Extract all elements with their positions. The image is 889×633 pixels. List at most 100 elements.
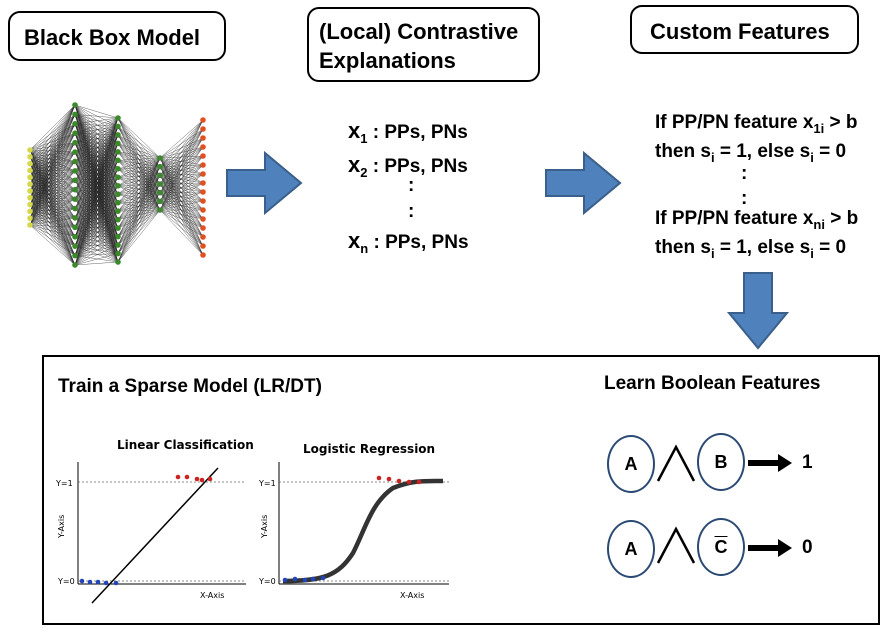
nn-node (200, 117, 206, 123)
right-arrow-1 (226, 150, 303, 216)
nn-node (115, 123, 121, 130)
nn-node (27, 201, 33, 208)
nn-node (157, 181, 163, 187)
nn-node (72, 243, 78, 249)
nn-node (115, 157, 121, 164)
explanation-row-n: xn : PPs, PNs (348, 228, 469, 256)
nn-node (115, 140, 121, 147)
and-operator-2 (656, 526, 696, 564)
rule2-if: If PP/PN feature xni > b (655, 208, 859, 232)
class-1-points (175, 474, 213, 483)
nn-node (72, 121, 78, 127)
nn-node (27, 160, 33, 167)
boolean-node-a-1: A (607, 435, 655, 493)
nn-node (157, 155, 163, 161)
nn-node (27, 167, 33, 174)
nn-node (200, 234, 206, 240)
nn-node (72, 215, 78, 221)
class-0-points (282, 575, 326, 583)
nn-node (200, 144, 206, 150)
boolean-output-2: 0 (802, 537, 813, 558)
linear-chart-title: Linear Classification (117, 438, 254, 452)
explanation-dots-1: : (408, 175, 415, 196)
nn-node (27, 154, 33, 160)
nn-node (157, 172, 163, 179)
nn-node (72, 186, 78, 193)
nn-node (115, 174, 121, 181)
nn-node (72, 196, 78, 202)
black-box-title-text: Black Box Model (24, 25, 201, 50)
boolean-node-b: B (697, 433, 745, 491)
nn-node (115, 132, 121, 138)
nn-node (200, 207, 206, 213)
nn-node (115, 191, 121, 198)
logistic-regression-chart: Y=1 Y=0 Y-Axis X-Axis (258, 462, 449, 600)
explanation-dots-2: : (408, 201, 415, 222)
nn-node (115, 225, 121, 231)
nn-node (115, 216, 121, 223)
class-0-points (79, 578, 119, 586)
nn-node (157, 198, 163, 205)
decision-line (91, 467, 219, 604)
x-axis-label: X-Axis (200, 591, 224, 600)
nn-node (27, 181, 33, 187)
nn-node (72, 177, 78, 184)
nn-node (115, 166, 121, 172)
nn-node (72, 102, 78, 108)
contrastive-title: (Local) Contrastive Explanations (307, 7, 540, 82)
nn-node (72, 252, 78, 259)
nn-node (72, 149, 78, 155)
nn-node (115, 115, 121, 121)
nn-node (72, 158, 78, 165)
boolean-node-c-label: C (714, 537, 728, 557)
nn-node (200, 180, 206, 186)
y0-label: Y=0 (57, 577, 75, 586)
right-arrow-2 (545, 150, 622, 216)
nn-node (72, 139, 78, 146)
boolean-features-title: Learn Boolean Features (604, 373, 821, 394)
output-arrow-2 (748, 539, 792, 557)
y-axis-label: Y-Axis (57, 515, 66, 539)
nn-node (115, 199, 121, 206)
custom-features-title-text: Custom Features (650, 19, 830, 44)
custom-features-title: Custom Features (630, 5, 859, 54)
nn-node (27, 147, 33, 153)
nn-node (115, 182, 121, 189)
nn-node (27, 188, 33, 194)
nn-node (72, 111, 78, 118)
logistic-chart-title: Logistic Regression (303, 442, 436, 456)
sigmoid-curve (282, 478, 444, 584)
rule2-then: then si = 1, else si = 0 (655, 237, 847, 261)
sparse-model-panel (42, 355, 880, 625)
nn-node (200, 252, 206, 258)
explanation-row-2: x2 : PPs, PNs (348, 152, 468, 180)
nn-node (115, 149, 121, 155)
x-axis-label: X-Axis (400, 591, 424, 600)
nn-node (27, 194, 33, 201)
nn-node (72, 168, 78, 174)
nn-node (27, 208, 33, 215)
nn-node (115, 259, 121, 265)
nn-node (27, 215, 33, 221)
rule-dots-2: : (741, 188, 748, 209)
nn-node (200, 225, 206, 231)
nn-node (72, 205, 78, 212)
nn-node (200, 171, 206, 177)
nn-node (200, 126, 206, 132)
nn-node (72, 233, 78, 240)
nn-node (200, 198, 206, 204)
nn-node (200, 243, 206, 249)
y1-label: Y=1 (258, 479, 276, 488)
nn-node (72, 130, 78, 137)
nn-node (115, 208, 121, 214)
contrastive-title-line2: Explanations (319, 48, 456, 73)
nn-node (27, 174, 33, 181)
explanation-row-1: x1 : PPs, PNs (348, 118, 468, 146)
boolean-node-a-2: A (607, 520, 655, 578)
rule1-then: then si = 1, else si = 0 (655, 141, 847, 165)
nn-node (157, 163, 163, 170)
nn-node (115, 233, 121, 240)
rule-dots-1: : (741, 163, 748, 184)
nn-node (200, 135, 206, 141)
nn-node (200, 162, 206, 168)
